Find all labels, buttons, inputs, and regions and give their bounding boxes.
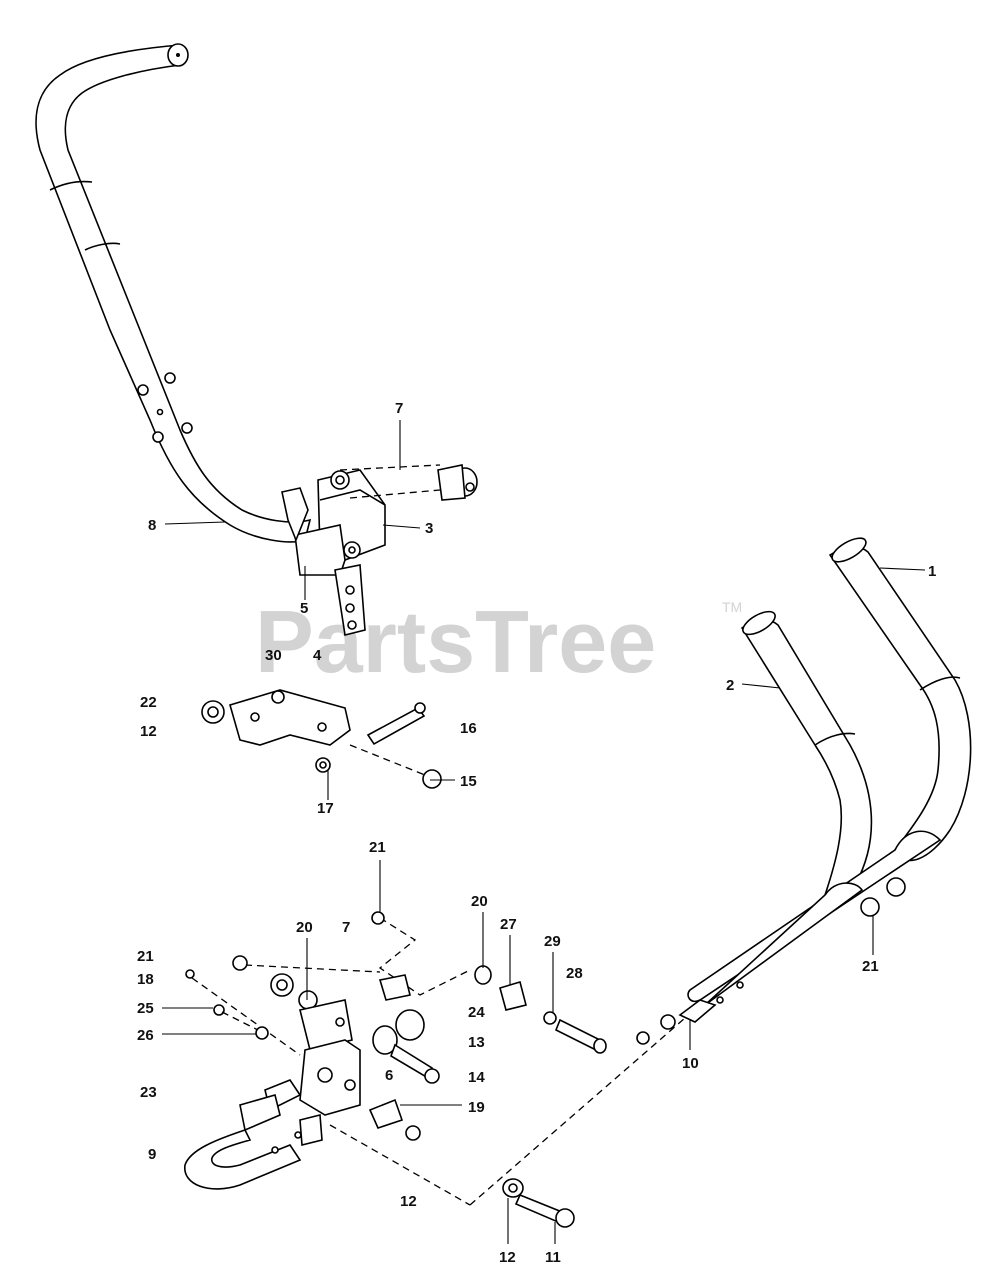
label-part-23: 23 [140,1084,157,1101]
label-part-12-upper: 12 [140,723,157,740]
watermark-trademark: TM [722,599,742,615]
label-part-12-lower: 12 [499,1249,516,1266]
label-part-8: 8 [148,517,156,534]
label-part-14: 14 [468,1069,485,1086]
label-part-18: 18 [137,971,154,988]
upper-bracket [281,464,478,636]
label-part-22: 22 [140,694,157,711]
label-part-21-right: 21 [862,958,879,975]
label-part-3: 3 [425,520,433,537]
label-part-1: 1 [928,563,936,580]
label-part-7-upper: 7 [395,400,403,417]
label-part-13: 13 [468,1034,485,1051]
part-labels: 1 2 3 4 5 6 7 7 8 9 10 11 12 12 12 13 14… [137,400,936,1266]
handle-tubes-right [687,537,972,1006]
lower-assembly [184,911,717,1228]
label-part-20-right: 20 [471,893,488,910]
label-part-6: 6 [385,1067,393,1084]
label-part-15: 15 [460,773,477,790]
leader-lines [162,420,926,1244]
label-part-16: 16 [460,720,477,737]
label-part-5: 5 [300,600,308,617]
label-part-29: 29 [544,933,561,950]
label-part-25: 25 [137,1000,154,1017]
label-part-26: 26 [137,1027,154,1044]
label-part-10: 10 [682,1055,699,1072]
label-part-19: 19 [468,1099,485,1116]
label-part-30: 30 [265,647,282,664]
label-part-24: 24 [468,1004,485,1021]
label-part-7-lower: 7 [342,919,350,936]
label-part-21-top: 21 [369,839,386,856]
label-part-2: 2 [726,677,734,694]
watermark-text: PartsTree [255,592,656,691]
label-part-20-left: 20 [296,919,313,936]
label-part-9: 9 [148,1146,156,1163]
label-part-11: 11 [545,1249,561,1266]
handle-tube-left [35,43,312,543]
label-part-12-middle: 12 [400,1193,417,1210]
link-plate [201,689,442,789]
label-part-21-left: 21 [137,948,154,965]
label-part-4: 4 [313,647,322,664]
label-part-27: 27 [500,916,517,933]
label-part-17: 17 [317,800,334,817]
label-part-28: 28 [566,965,583,982]
